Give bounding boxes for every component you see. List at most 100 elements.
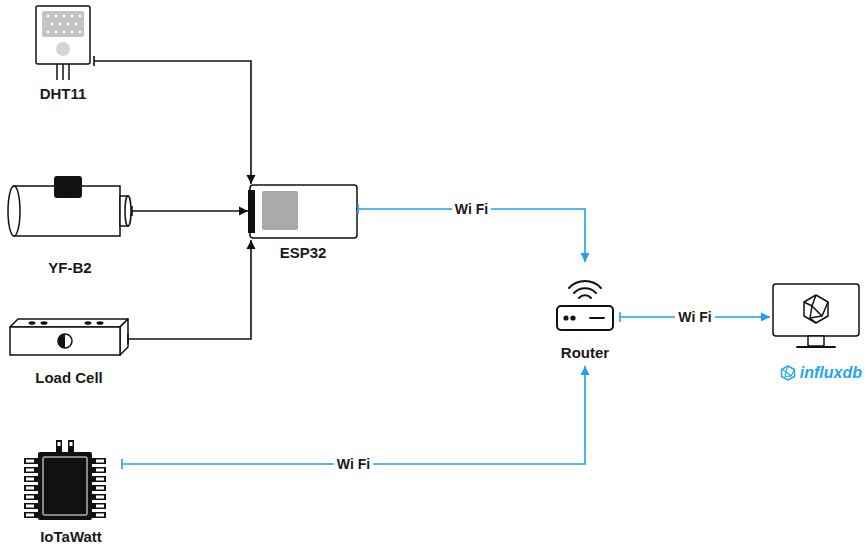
- connector-tail: [121, 459, 123, 469]
- node-label: IoTaWatt: [40, 528, 102, 546]
- dht11-grille: [63, 31, 66, 34]
- dht11-icon: [36, 6, 90, 80]
- monitor-icon: [797, 346, 835, 348]
- router-icon: [569, 281, 601, 288]
- iotawatt-icon: [24, 440, 106, 520]
- dht11-sensor: DHT11: [32, 5, 94, 81]
- dht11-icon: [68, 64, 70, 80]
- yf-b2-icon: [54, 176, 82, 198]
- iotawatt-icon: [24, 494, 38, 500]
- monitor-icon: [773, 284, 859, 336]
- load-cell-icon: [85, 321, 92, 325]
- dht11-grille: [79, 31, 82, 34]
- node-label: influxdb: [780, 364, 862, 382]
- node-label: Load Cell: [35, 369, 103, 387]
- load-cell-icon: [120, 319, 128, 355]
- load-cell-icon: [97, 321, 104, 325]
- monitor-icon: [808, 336, 824, 346]
- arrow-head: [247, 175, 256, 184]
- node-label: Router: [550, 344, 620, 362]
- router-icon: [579, 295, 591, 298]
- dht11-grille: [47, 31, 50, 34]
- connector-label: Wi Fi: [675, 309, 714, 325]
- iotawatt-icon: [92, 467, 106, 473]
- node-label: ESP32: [280, 244, 327, 262]
- influxdb-server: influxdb: [770, 282, 862, 352]
- iotawatt-icon: [24, 485, 38, 491]
- esp32-board: ESP32: [248, 184, 358, 240]
- connector-tail: [619, 312, 621, 322]
- dht11-grille: [55, 15, 58, 18]
- influx-logo-mark: [780, 365, 796, 381]
- dht11-grille: [79, 15, 82, 18]
- yf-b2-icon: [8, 186, 20, 236]
- load-cell-icon: [29, 321, 36, 325]
- yf-b2-icon: [125, 196, 131, 226]
- node-label: YF-B2: [48, 259, 91, 277]
- dht11-grille: [71, 15, 74, 18]
- iotawatt-icon: [70, 442, 73, 446]
- connector: [132, 206, 248, 216]
- arrow-head: [239, 207, 248, 216]
- iotawatt-icon: [92, 512, 106, 518]
- connector-line: [122, 366, 585, 464]
- router: Router: [550, 262, 620, 366]
- dht11-grille: [63, 15, 66, 18]
- arrow-head: [761, 313, 770, 322]
- load-cell-icon: [10, 319, 128, 327]
- dht11-icon: [62, 64, 64, 80]
- iotawatt-meter: IoTaWatt: [20, 438, 122, 522]
- dht11-icon: [56, 42, 70, 56]
- dht11-grille: [67, 23, 70, 26]
- router-icon: [590, 317, 604, 319]
- dht11-icon: [56, 64, 58, 80]
- influx-logo-mark: [781, 366, 794, 380]
- esp32-icon: [262, 191, 298, 230]
- connector-tail: [93, 56, 95, 66]
- iotawatt-icon: [38, 452, 92, 520]
- router-icon: [557, 306, 613, 330]
- connector-tail: [357, 204, 359, 214]
- connector: [122, 366, 590, 469]
- influx-logo: [810, 306, 816, 323]
- iotawatt-icon: [92, 494, 106, 500]
- esp32-icon: [248, 190, 255, 233]
- esp32-icon: [248, 185, 357, 238]
- arrow-head: [247, 240, 256, 249]
- iotawatt-icon: [24, 467, 38, 473]
- influx-logo: [804, 295, 828, 323]
- iotawatt-icon: [68, 440, 74, 452]
- connector-line: [132, 210, 248, 212]
- connector: [128, 240, 256, 344]
- influx-logo-mark: [781, 366, 794, 377]
- dht11-icon: [36, 6, 90, 64]
- iotawatt-icon: [92, 458, 106, 464]
- influx-logo: [812, 302, 828, 316]
- load-cell-icon: [58, 334, 65, 348]
- connector-line: [128, 240, 251, 339]
- iotawatt-icon: [56, 440, 62, 452]
- iotawatt-icon: [24, 503, 38, 509]
- router-icon: [557, 281, 613, 330]
- influx-logo: [804, 295, 816, 306]
- iotawatt-icon: [92, 485, 106, 491]
- node-label: DHT11: [40, 85, 87, 103]
- iotawatt-icon: [43, 457, 87, 515]
- iotawatt-icon: [92, 503, 106, 509]
- esp32-icon: [250, 185, 357, 238]
- dht11-grille: [51, 23, 54, 26]
- yf-b2-icon: [8, 176, 131, 236]
- flow-sensor: YF-B2: [8, 174, 132, 242]
- node-label: influxdb: [800, 364, 862, 382]
- load-cell-icon: [10, 319, 128, 355]
- connector-tail: [127, 334, 129, 344]
- influx-logo: [804, 295, 828, 323]
- iotawatt-icon: [92, 476, 106, 482]
- influx-logo: [810, 316, 822, 318]
- dht11-grille: [59, 23, 62, 26]
- arrow-head: [581, 253, 590, 262]
- router-icon: [571, 316, 574, 319]
